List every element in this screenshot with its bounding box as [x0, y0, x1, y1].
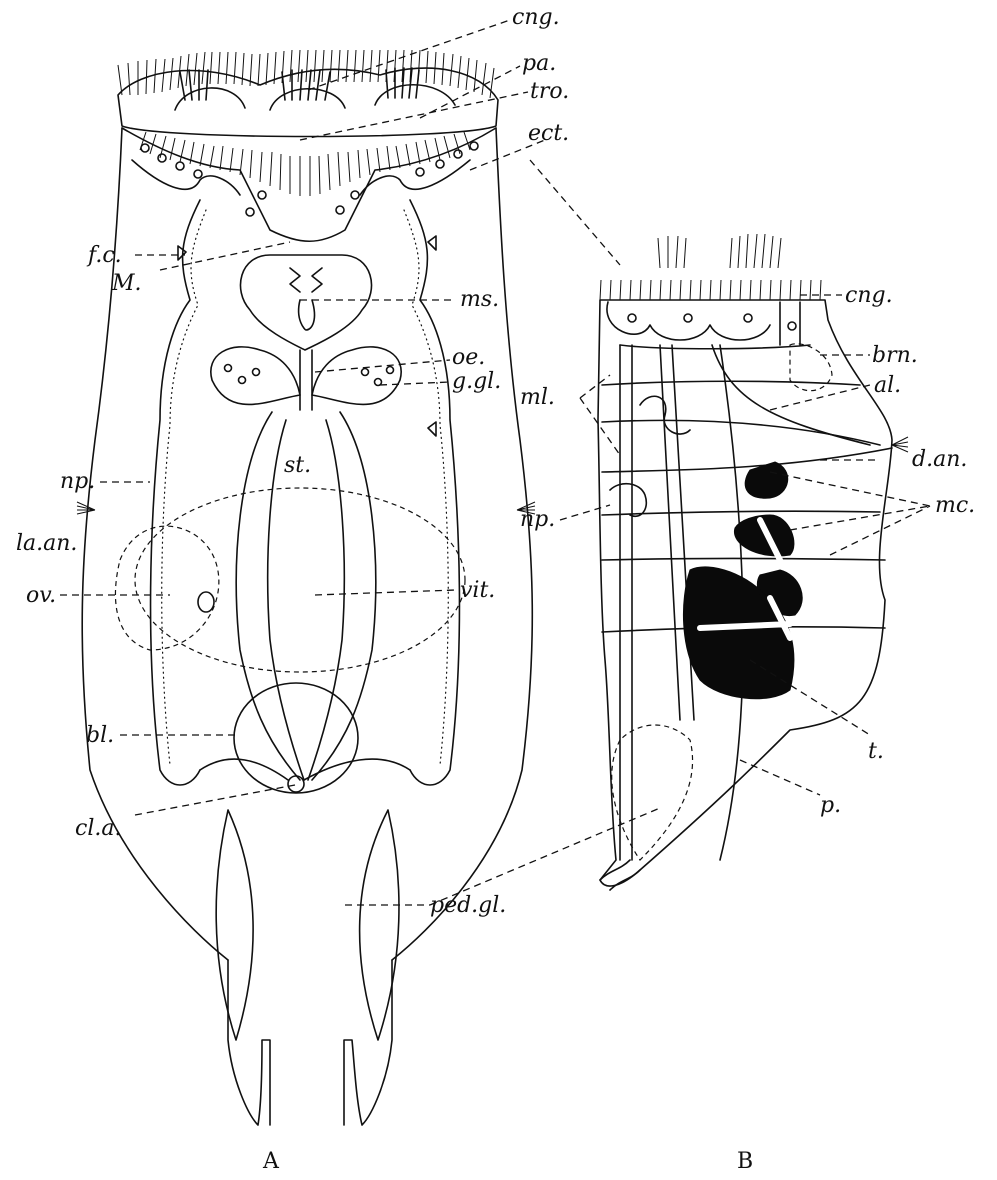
pedal-gland-b	[612, 725, 693, 860]
label-pa: pa.	[522, 51, 556, 76]
corona-cilia-b	[658, 234, 781, 268]
head-cells-b	[607, 302, 810, 349]
mastax	[240, 255, 371, 350]
corona-cilia	[118, 50, 494, 98]
ectoderm-band	[122, 128, 496, 241]
label-tro: tro.	[530, 79, 569, 104]
label-pedgl: ped.gl.	[430, 893, 506, 918]
label-ect: ect.	[528, 121, 569, 146]
label-st: st.	[284, 453, 311, 478]
oesophagus	[300, 350, 312, 410]
nephridium-left-dots	[162, 210, 206, 765]
label-cng-b: cng.	[845, 283, 893, 308]
corona-lobes	[175, 85, 455, 110]
label-bl: bl.	[86, 723, 114, 748]
labels-figure-b: cng. brn. al. ml. d.an. np. mc. t. p. B	[520, 283, 975, 1174]
label-cng-a: cng.	[512, 5, 560, 30]
panel-label-a: A	[262, 1149, 280, 1174]
labels-figure-a: cng. pa. tro. ect. f.c. M. ms. oe. g.gl.…	[16, 5, 569, 1174]
figure-b-drawing	[598, 234, 908, 890]
ectoderm-inner	[132, 160, 470, 195]
label-M: M.	[111, 271, 142, 296]
label-vit: vit.	[460, 578, 495, 603]
ovary	[115, 526, 218, 650]
ovum-nucleus	[198, 592, 214, 612]
pedal-gland-right	[360, 810, 399, 1040]
gastric-gland-right	[312, 347, 401, 405]
label-ov: ov.	[26, 583, 56, 608]
label-ml: ml.	[520, 385, 555, 410]
cloacal-aperture	[288, 776, 304, 792]
ducts	[200, 759, 410, 780]
label-brn: brn.	[872, 343, 918, 368]
muscle-cells	[683, 462, 802, 699]
flame-cell-right	[428, 236, 436, 436]
cingulum-cilia-b	[600, 280, 821, 300]
lateral-antenna-left	[77, 502, 95, 514]
dorsal-antenna	[892, 437, 908, 452]
body-wall-a	[82, 128, 532, 960]
label-t: t.	[868, 739, 884, 764]
label-dan: d.an.	[912, 447, 967, 472]
nephridium-right-dots	[404, 210, 448, 765]
label-np-a: np.	[60, 469, 95, 494]
label-ggl: g.gl.	[452, 369, 501, 394]
trochal-cilia	[140, 132, 470, 196]
pedal-gland-left	[216, 810, 253, 1040]
label-ms: ms.	[460, 287, 499, 312]
toes	[228, 960, 392, 1125]
label-mc: mc.	[935, 493, 975, 518]
label-cla: cl.a.	[75, 816, 121, 841]
label-fc: f.c.	[86, 243, 122, 268]
label-al: al.	[874, 373, 901, 398]
panel-label-b: B	[737, 1149, 753, 1174]
label-p: p.	[820, 793, 841, 818]
mastax-jaws	[290, 268, 322, 330]
label-np-b: np.	[520, 507, 555, 532]
corona-outline	[118, 68, 498, 136]
label-oe: oe.	[452, 345, 485, 370]
label-laan: la.an.	[16, 531, 77, 556]
vitellarium	[135, 488, 465, 672]
